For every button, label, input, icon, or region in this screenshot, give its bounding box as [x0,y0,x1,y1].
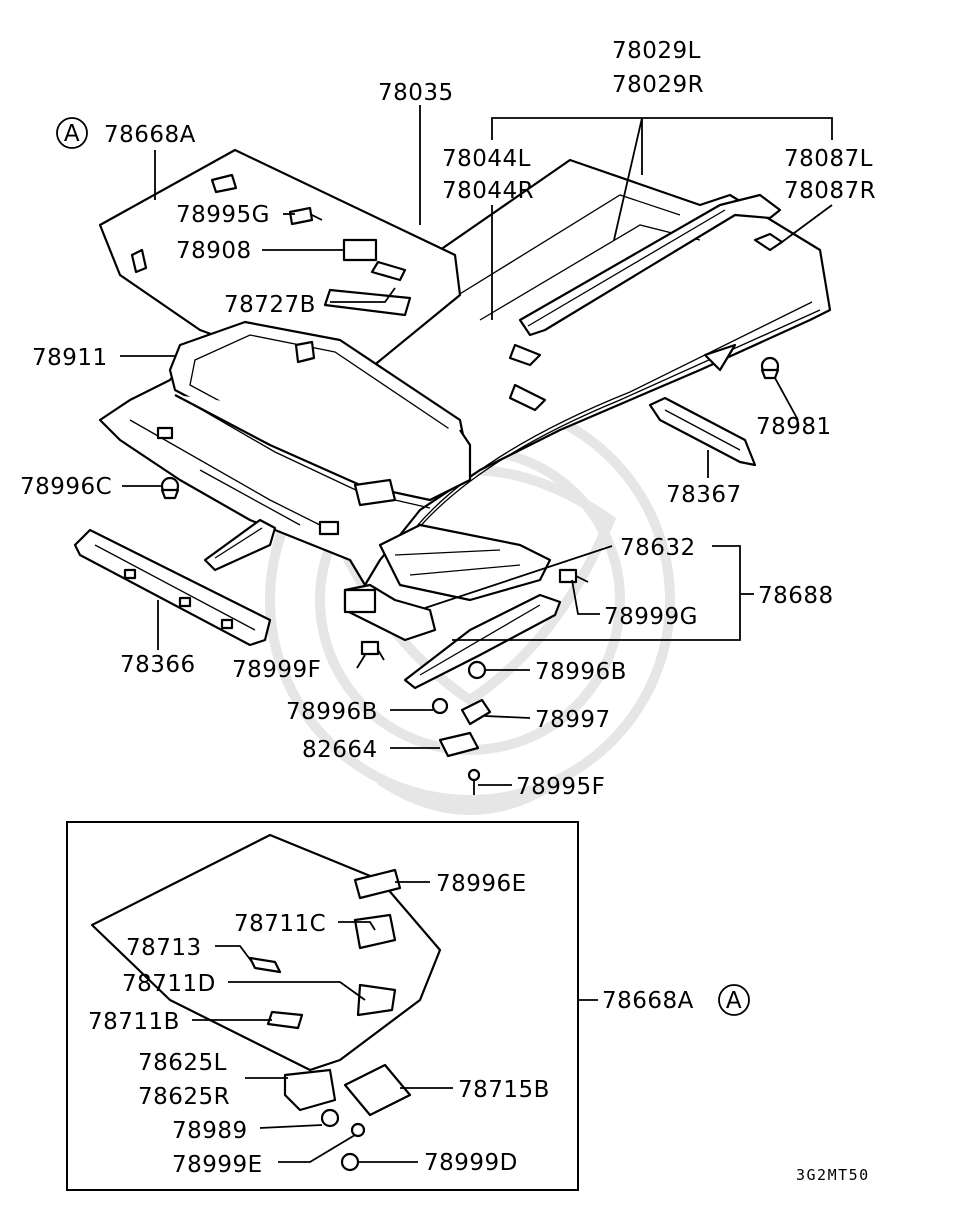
part-label-78668a-top: 78668A [104,122,196,148]
part-label-78029l: 78029L [612,38,701,64]
part-label-78668a-box: 78668A [602,988,694,1014]
part-label-78995g: 78995G [176,202,270,228]
part-label-78035: 78035 [378,80,454,106]
part-label-78999e: 78999E [172,1152,263,1178]
part-label-78999d: 78999D [424,1150,518,1176]
part-label-78711c: 78711C [234,911,326,937]
part-label-78087r: 78087R [784,178,876,204]
part-label-78625r: 78625R [138,1084,230,1110]
part-label-78997: 78997 [535,707,611,733]
part-label-78367: 78367 [666,482,742,508]
part-label-78366: 78366 [120,652,196,678]
part-label-78989: 78989 [172,1118,248,1144]
part-label-78996c: 78996C [20,474,112,500]
part-label-78996b-left: 78996B [286,699,378,725]
part-label-78911: 78911 [32,345,108,371]
part-label-78625l: 78625L [138,1050,227,1076]
part-labels: 78029L 78029R 78035 78668A 78044L 78044R… [20,38,876,1178]
front-trim-panel [98,148,462,387]
part-label-78996b-right: 78996B [535,659,627,685]
sunroof-frame [168,320,472,509]
part-label-78727b: 78727B [224,292,316,318]
part-label-78632: 78632 [620,535,696,561]
part-label-78715b: 78715B [458,1077,550,1103]
part-label-78996e: 78996E [436,871,527,897]
callout-a-box: A [718,984,750,1016]
part-label-78999f: 78999F [232,657,321,683]
part-label-78995f: 78995F [516,774,605,800]
left-side-rail [73,528,272,647]
part-label-78044l: 78044L [442,146,531,172]
part-label-78029r: 78029R [612,72,704,98]
roof-rail-bracket [518,193,782,372]
part-label-78981: 78981 [756,414,832,440]
callout-a-top-letter: A [64,121,80,147]
part-label-78711b: 78711B [88,1009,180,1035]
part-label-78713: 78713 [126,935,202,961]
detail-a-trim-panel [90,833,442,1172]
callout-a-top: A [56,117,88,149]
right-side-rail [648,396,757,467]
callout-a-box-letter: A [726,988,742,1014]
left-side-bracket [203,518,277,572]
part-label-82664: 82664 [302,737,378,763]
part-label-78711d: 78711D [122,971,216,997]
part-label-78999g: 78999G [604,604,698,630]
part-label-78044r: 78044R [442,178,534,204]
part-label-78087l: 78087L [784,146,873,172]
part-label-78688: 78688 [758,583,834,609]
small-fasteners [160,206,784,795]
part-label-78908: 78908 [176,238,252,264]
detail-a-frame [66,821,579,1191]
drawing-code: 3G2MT50 [796,1166,870,1184]
leader-lines [120,105,833,1163]
